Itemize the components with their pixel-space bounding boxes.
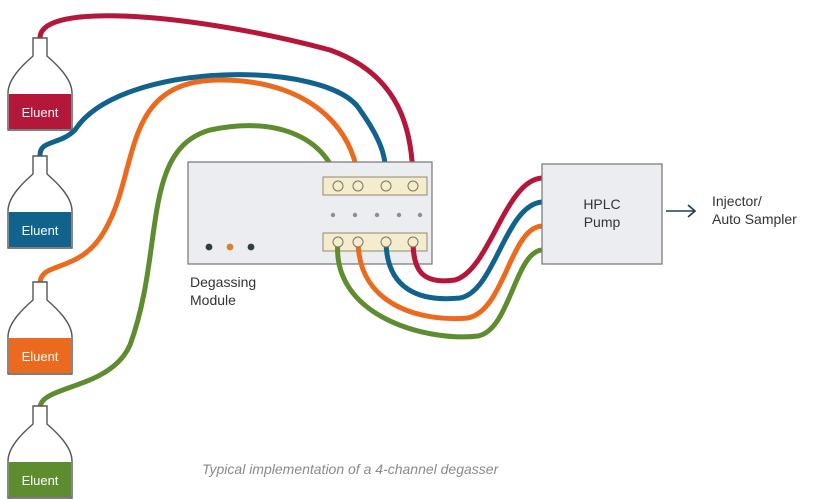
hplc-pump-box — [541, 163, 663, 265]
inlet-tube-green — [37, 123, 341, 411]
eluent-bottle-4: Eluent — [7, 405, 73, 499]
output-arrow-icon — [666, 204, 697, 218]
indicator-light-1 — [205, 243, 213, 251]
outlet-tube-green — [335, 237, 545, 340]
outlet-tube-blue — [383, 199, 545, 302]
module-dot-row — [330, 212, 423, 218]
eluent-bottle-2: Eluent — [7, 155, 73, 249]
indicator-light-3 — [247, 243, 255, 251]
pump-label-line1: HPLC — [583, 196, 620, 212]
degasser-label-line1: Degassing — [190, 274, 256, 290]
output-label-line1: Injector/ — [712, 193, 762, 209]
indicator-light-2 — [226, 243, 234, 251]
inlet-tube-blue — [37, 72, 389, 187]
bottle-label: Eluent — [22, 473, 59, 488]
inlet-tube-red — [37, 13, 416, 187]
pump-label-line2: Pump — [584, 214, 621, 230]
bottle-label: Eluent — [22, 105, 59, 120]
bottle-liquid — [9, 94, 71, 129]
bottle-label: Eluent — [22, 223, 59, 238]
diagram-caption: Typical implementation of a 4-channel de… — [202, 461, 500, 477]
degasser-label-line2: Module — [190, 292, 236, 308]
outlet-tube-red — [410, 175, 545, 284]
inlet-tube-orange — [37, 77, 361, 287]
outlet-tube-orange — [355, 223, 545, 322]
bottle-liquid — [9, 338, 71, 373]
outlet-fittings — [332, 236, 419, 248]
eluent-bottle-1: Eluent — [7, 37, 73, 131]
bottle-label: Eluent — [22, 349, 59, 364]
bottle-liquid — [9, 212, 71, 247]
inlet-fittings — [332, 180, 419, 192]
outlet-port-block — [322, 232, 428, 252]
inlet-port-block — [322, 176, 428, 196]
bottle-liquid — [9, 462, 71, 497]
eluent-bottle-3: Eluent — [7, 281, 73, 375]
output-label-line2: Auto Sampler — [712, 211, 797, 227]
